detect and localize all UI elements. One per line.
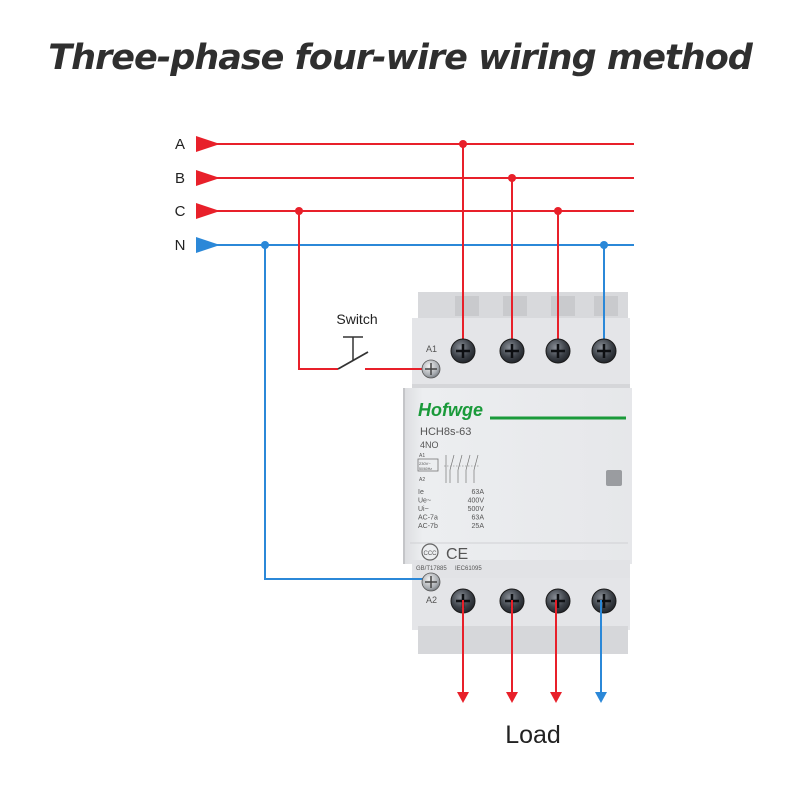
load-outputs [457, 600, 607, 703]
rating-value: 63A [472, 515, 485, 522]
coil-top-label: A1 [419, 453, 425, 459]
rating-value: 63A [472, 489, 485, 496]
rating-name: Ue~ [418, 498, 431, 505]
switch-label: Switch [336, 311, 377, 327]
rating-name: Ie [418, 489, 424, 496]
main-terminal-screw [499, 338, 525, 364]
indicator-window [606, 470, 622, 486]
brand-logo: Hofwge [418, 400, 483, 420]
contacts-label: 4NO [420, 440, 439, 450]
wire-neutral-a2 [264, 245, 428, 580]
standard-right-label: IEC61095 [455, 566, 482, 572]
coil-bottom-label: A2 [419, 477, 425, 483]
main-terminal-screw [591, 338, 617, 364]
bottom-ridge [418, 626, 628, 654]
rating-value: 400V [468, 498, 485, 505]
wiring [261, 140, 608, 580]
coil-schematic: A1 230V~ 50/60Hz A2 [417, 453, 480, 483]
main-terminal-screw [545, 588, 571, 614]
junction-c [554, 207, 562, 215]
terminals [421, 338, 617, 614]
load-label: Load [505, 721, 561, 749]
phase-label-a: A [175, 136, 185, 153]
terminal-a1-screw [421, 359, 441, 379]
coil-freq-label: 50/60Hz [419, 467, 432, 471]
phase-arrow-b [196, 170, 220, 186]
phase-label-c: C [175, 203, 186, 220]
main-terminal-screw [450, 338, 476, 364]
output-arrow-1 [457, 692, 469, 703]
ccc-mark-label: CCC [424, 551, 438, 557]
phase-line-n: N [175, 237, 634, 254]
terminal-a2-screw [421, 572, 441, 592]
ratings-table: Ie 63A Ue~ 400V Ui~ 500V AC-7a 63A AC-7b 25A [418, 489, 484, 530]
phase-line-c: C [175, 203, 634, 220]
model-label: HCH8s-63 [420, 426, 471, 438]
junction-b [508, 174, 516, 182]
junction-control-c [295, 207, 303, 215]
phase-line-a: A [175, 136, 634, 153]
ccc-mark [421, 543, 439, 561]
phase-arrow-a [196, 136, 220, 152]
phase-arrow-c [196, 203, 220, 219]
coil-voltage-label: 230V~ [419, 461, 431, 466]
main-terminal-screw [545, 338, 571, 364]
junction-n [600, 241, 608, 249]
main-terminal-screw [591, 588, 617, 614]
rating-name: Ui~ [418, 506, 429, 513]
output-arrow-2 [506, 692, 518, 703]
ce-mark: CE [446, 546, 468, 563]
rating-name: AC-7b [418, 523, 438, 530]
rating-name: AC-7a [418, 515, 438, 522]
diagram-title: Three-phase four-wire wiring method [48, 38, 753, 78]
phase-line-b: B [175, 170, 634, 187]
wire-control-c [298, 211, 338, 370]
standard-left-label: GB/T17885 [416, 566, 447, 572]
junction-neutral [261, 241, 269, 249]
terminal-a2-label: A2 [426, 595, 437, 605]
rating-value: 500V [468, 506, 485, 513]
phase-label-b: B [175, 170, 185, 187]
rating-value: 25A [472, 523, 485, 530]
output-arrow-3 [550, 692, 562, 703]
junction-a [459, 140, 467, 148]
phase-label-n: N [175, 237, 186, 254]
switch-symbol [337, 336, 369, 370]
output-arrow-4 [595, 692, 607, 703]
terminal-a1-label: A1 [426, 344, 437, 354]
phase-arrow-n [196, 237, 220, 253]
